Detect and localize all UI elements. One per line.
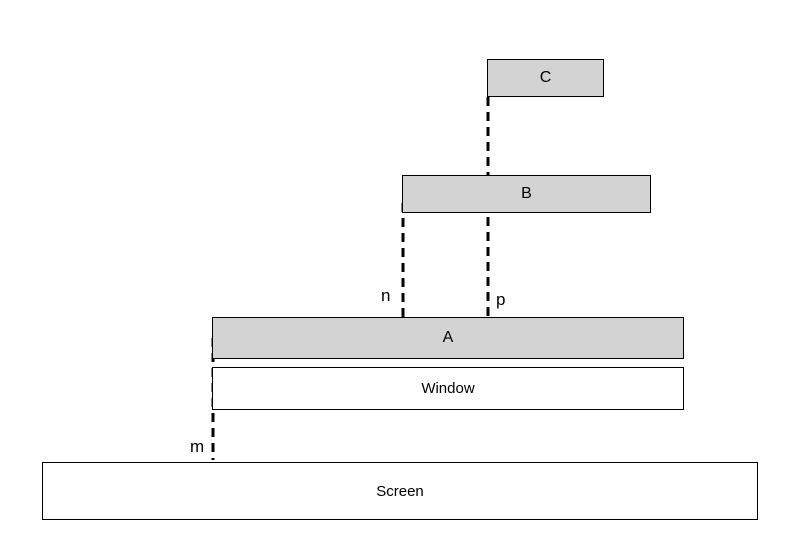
box-a-label: A bbox=[442, 329, 454, 346]
box-c: C bbox=[487, 59, 604, 97]
screen-box: Screen bbox=[42, 462, 758, 520]
box-b-label: B bbox=[521, 185, 532, 202]
window-box: Window bbox=[212, 367, 684, 410]
offset-label-n: n bbox=[381, 286, 391, 305]
window-label: Window bbox=[421, 380, 475, 397]
offset-label-p: p bbox=[496, 290, 506, 309]
box-a: A bbox=[212, 317, 684, 359]
screen-label: Screen bbox=[376, 482, 424, 500]
offset-label-m: m bbox=[190, 437, 205, 456]
box-c-label: C bbox=[539, 69, 552, 86]
box-b: B bbox=[402, 175, 651, 213]
